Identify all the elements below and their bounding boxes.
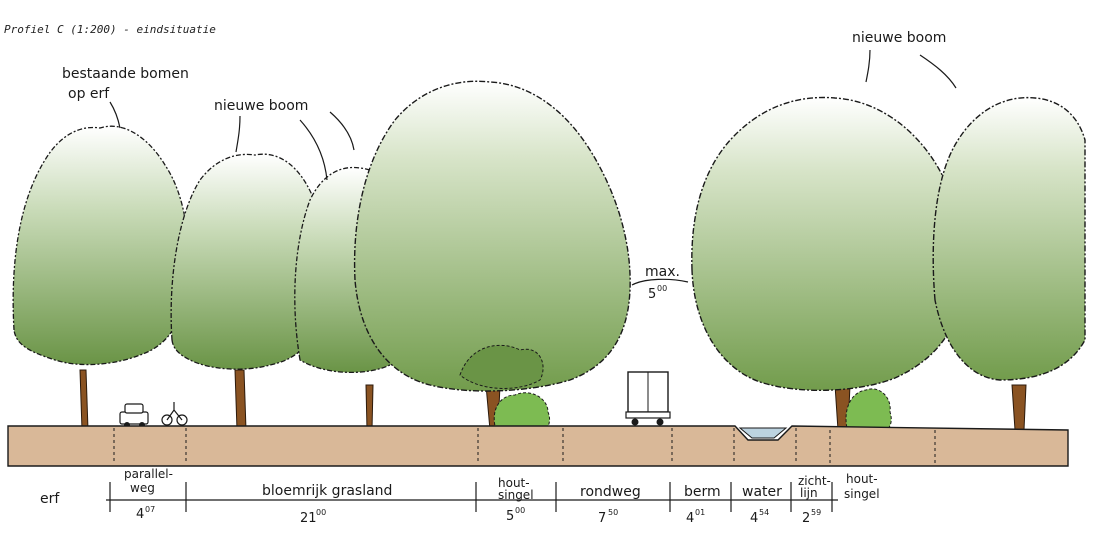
tree-houtsingel-left xyxy=(353,80,631,431)
max-label: max. xyxy=(645,264,680,280)
zone-sup-grasland: 00 xyxy=(316,508,326,517)
zone-label-berm: berm xyxy=(684,484,721,500)
annotation-new-tree-left: nieuwe boom xyxy=(214,98,308,114)
annotation-existing-trees-2: op erf xyxy=(68,86,110,102)
zone-sup-houtsingel: 00 xyxy=(515,506,525,515)
zone-value-berm: 4 xyxy=(686,511,694,526)
zone-label-zichtlijn-1: zicht- xyxy=(798,474,831,488)
zone-sup-berm: 01 xyxy=(695,508,705,517)
existing-tree-left xyxy=(12,125,189,431)
arrow-new-tree-right-2 xyxy=(919,54,957,89)
arrow-new-tree-left-3 xyxy=(329,111,355,151)
tree-zichtlijn xyxy=(691,96,965,431)
zone-sup-zichtlijn: 59 xyxy=(811,508,821,517)
zone-label-rondweg: rondweg xyxy=(580,484,641,500)
ground-section xyxy=(7,425,1069,467)
zone-labels: erf parallel- weg 4 07 bloemrijk graslan… xyxy=(40,467,880,526)
max-distance-marker: max. 5 00 xyxy=(631,264,689,302)
arrow-new-tree-left-2 xyxy=(299,119,328,181)
zone-value-houtsingel: 5 xyxy=(506,509,514,524)
dimension-line xyxy=(106,482,838,512)
zone-label-houtsingel2-1: hout- xyxy=(846,472,878,486)
arrow-existing-trees xyxy=(109,101,121,129)
cyclist-icon xyxy=(161,402,188,426)
zone-label-water: water xyxy=(742,484,782,500)
new-tree-right xyxy=(932,96,1086,431)
zone-label-houtsingel-2: singel xyxy=(498,488,534,502)
car-icon xyxy=(119,403,149,428)
zone-value-rondweg: 7 xyxy=(598,511,606,526)
profile-title: Profiel C (1:200) - eindsituatie xyxy=(4,23,216,36)
zone-value-zichtlijn: 2 xyxy=(802,511,810,526)
water-channel xyxy=(738,427,788,439)
zone-label-zichtlijn-2: lijn xyxy=(800,486,818,500)
zone-label-houtsingel-1: hout- xyxy=(498,476,530,490)
zone-label-erf: erf xyxy=(40,491,60,507)
zone-value-parallelweg: 4 xyxy=(136,507,144,522)
annotation-existing-trees-1: bestaande bomen xyxy=(62,66,189,82)
zone-sup-rondweg: 50 xyxy=(608,508,618,517)
arrow-new-tree-right-1 xyxy=(865,49,871,83)
max-value: 5 xyxy=(648,287,656,302)
zone-label-grasland: bloemrijk grasland xyxy=(262,483,392,499)
zone-sup-water: 54 xyxy=(759,508,769,517)
zone-label-parallelweg-2: weg xyxy=(130,481,155,495)
zone-sup-parallelweg: 07 xyxy=(145,505,155,514)
zone-value-grasland: 21 xyxy=(300,511,317,526)
annotations: bestaande bomen op erf nieuwe boom nieuw… xyxy=(62,30,957,181)
existing-tree-2 xyxy=(170,153,324,431)
zone-label-parallelweg-1: parallel- xyxy=(124,467,173,481)
shrub-houtsingel-right xyxy=(845,388,892,434)
annotation-new-tree-right: nieuwe boom xyxy=(852,30,946,46)
max-value-sup: 00 xyxy=(657,284,667,293)
zone-value-water: 4 xyxy=(750,511,758,526)
truck-icon xyxy=(625,371,671,426)
arrow-new-tree-left-1 xyxy=(235,115,241,153)
zone-label-houtsingel2-2: singel xyxy=(844,487,880,501)
